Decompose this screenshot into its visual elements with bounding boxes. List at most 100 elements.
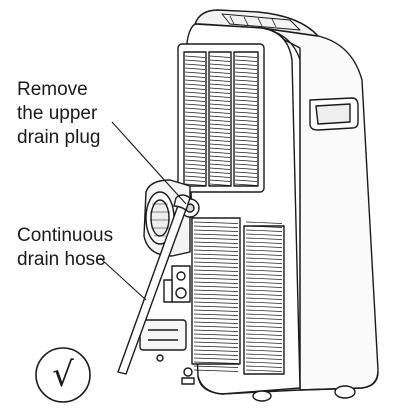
grille-slat: [209, 115, 231, 118]
grille-slat: [184, 83, 206, 86]
grille-slat: [245, 369, 283, 372]
grille-slat: [245, 357, 283, 360]
grille-slat: [245, 225, 283, 228]
grille-slat: [184, 67, 206, 70]
grille-slat: [184, 107, 206, 110]
grille-slat: [193, 237, 239, 240]
grille-slat: [234, 135, 258, 138]
grille-slat: [245, 229, 283, 232]
grille-slat: [245, 345, 283, 348]
grille-slat: [245, 273, 283, 276]
grille-slat: [245, 329, 283, 332]
grille-slat: [193, 269, 239, 272]
grille-slat: [245, 237, 283, 240]
grille-slat: [234, 87, 258, 90]
grille-slat: [209, 143, 231, 146]
grille-slat: [193, 313, 239, 316]
grille-slat: [209, 103, 231, 106]
grille-slat: [193, 305, 239, 308]
grille-slat: [234, 75, 258, 78]
grille-slat: [209, 111, 231, 114]
grille-slat: [184, 119, 206, 122]
grille-slat: [234, 83, 258, 86]
grille-slat: [184, 103, 206, 106]
grille-slat: [234, 159, 258, 162]
grille-slat: [234, 143, 258, 146]
grille-slat: [245, 333, 283, 336]
grille-slat: [209, 99, 231, 102]
grille-slat: [209, 83, 231, 86]
grille-slat: [193, 329, 239, 332]
grille-slat: [209, 119, 231, 122]
grille-slat: [234, 95, 258, 98]
grille-slat: [245, 281, 283, 284]
grille-slat: [209, 159, 231, 162]
grille-slat: [234, 183, 258, 186]
grille-slat: [234, 127, 258, 130]
grille-slat: [209, 139, 231, 142]
grille-slat: [184, 59, 206, 62]
label-remove-upper-drain-plug: Remove the upper drain plug: [17, 78, 100, 150]
grille-slat: [234, 123, 258, 126]
grille-slat: [245, 365, 283, 368]
grille-slat: [234, 119, 258, 122]
grille-slat: [193, 225, 239, 228]
grille-slat: [234, 59, 258, 62]
grille-slat: [184, 75, 206, 78]
grille-slat: [184, 131, 206, 134]
grille-slat: [193, 229, 239, 232]
grille-slat: [193, 261, 239, 264]
grille-slat: [245, 353, 283, 356]
grille-slat: [234, 107, 258, 110]
grille-slat: [184, 135, 206, 138]
grille-slat: [184, 151, 206, 154]
grille-slat: [193, 221, 239, 224]
grille-slat: [193, 309, 239, 312]
grille-slat: [245, 249, 283, 252]
grille-slat: [184, 183, 206, 186]
grille-slat: [245, 257, 283, 260]
grille-slat: [184, 159, 206, 162]
grille-slat: [184, 91, 206, 94]
grille-slat: [184, 79, 206, 82]
grille-slat: [234, 55, 258, 58]
leader-line-drain-plug: [111, 121, 187, 205]
grille-slat: [245, 221, 283, 224]
grille-slat: [234, 175, 258, 178]
grille-slat: [245, 233, 283, 236]
grille-slat: [209, 55, 231, 58]
grille-slat: [234, 99, 258, 102]
grille-slat: [184, 127, 206, 130]
grille-slat: [245, 265, 283, 268]
grille-slat: [245, 313, 283, 316]
grille-slat: [234, 103, 258, 106]
unit-top-panel: [194, 9, 319, 37]
grille-slat: [245, 285, 283, 288]
grille-slat: [193, 277, 239, 280]
grille-slat: [193, 249, 239, 252]
grille-slat: [209, 175, 231, 178]
grille-slat: [234, 131, 258, 134]
grille-slat: [193, 245, 239, 248]
grille-slat: [209, 95, 231, 98]
label-continuous-drain-hose: Continuous drain hose: [17, 224, 113, 272]
grille-slat: [209, 183, 231, 186]
grille-slat: [184, 179, 206, 182]
grille-slat: [234, 111, 258, 114]
grille-slat: [209, 87, 231, 90]
caster-wheel: [334, 385, 356, 399]
grille-slat: [193, 349, 239, 352]
grille-slat: [245, 349, 283, 352]
grille-slat: [245, 341, 283, 344]
grille-slat: [245, 305, 283, 308]
grille-slat: [234, 171, 258, 174]
grille-slat: [193, 265, 239, 268]
grille-slat: [209, 107, 231, 110]
grille-slat: [209, 71, 231, 74]
grille-slat: [193, 285, 239, 288]
grille-slat: [193, 361, 239, 364]
grille-slat: [193, 369, 239, 372]
grille-slat: [193, 281, 239, 284]
grille-slat: [209, 59, 231, 62]
grille-slat: [209, 179, 231, 182]
